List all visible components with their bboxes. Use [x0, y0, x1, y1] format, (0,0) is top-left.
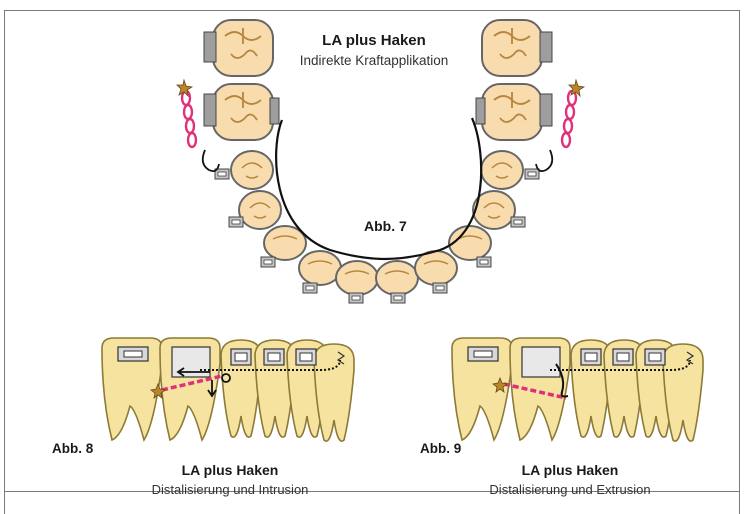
fig8-title: LA plus Haken: [130, 462, 330, 478]
figure-label-abb9: Abb. 9: [420, 441, 461, 456]
figure-label-abb8: Abb. 8: [52, 441, 93, 456]
figure-label-abb7: Abb. 7: [364, 218, 407, 234]
fig9-title: LA plus Haken: [470, 462, 670, 478]
top-title: LA plus Haken: [274, 32, 474, 49]
fig9-subtitle: Distalisierung und Extrusion: [430, 482, 710, 497]
top-subtitle: Indirekte Kraftapplikation: [234, 53, 514, 68]
fig8-subtitle: Distalisierung und Intrusion: [90, 482, 370, 497]
